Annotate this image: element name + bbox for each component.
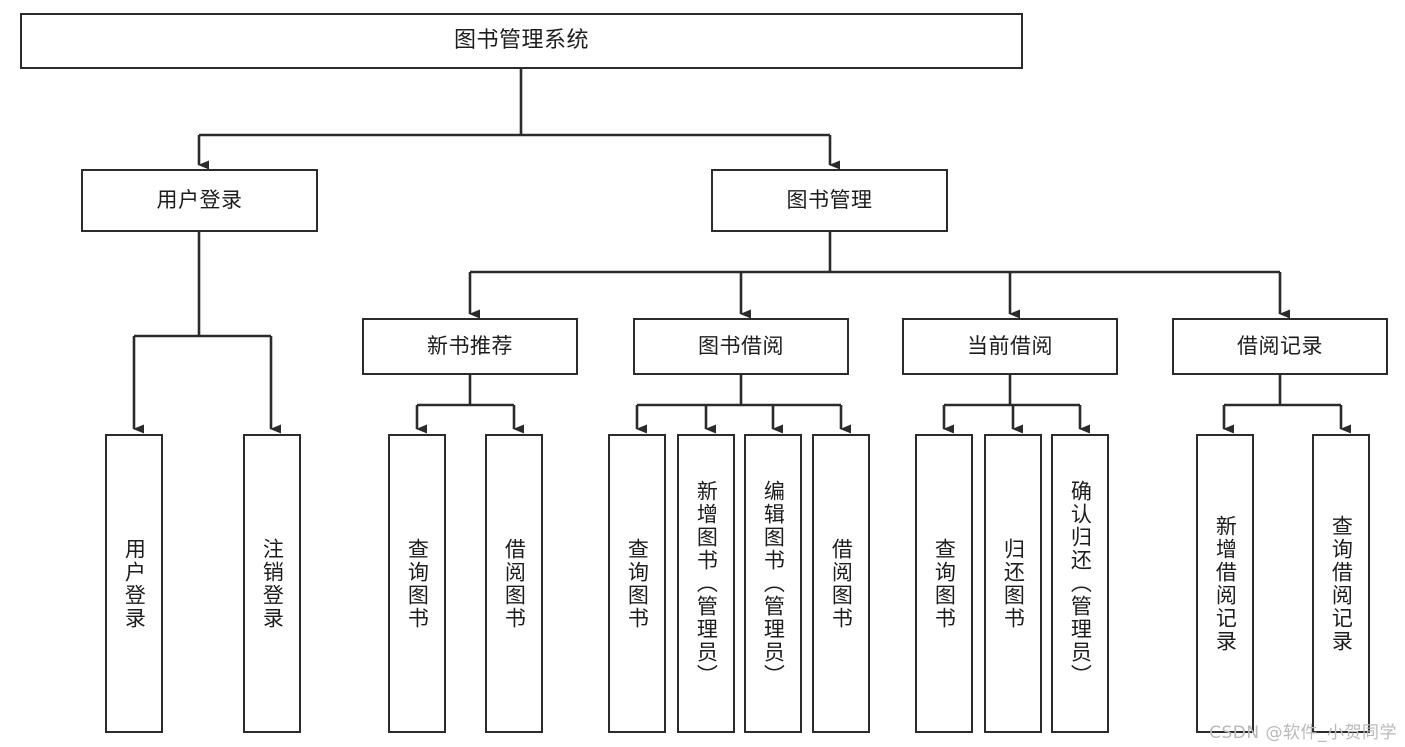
- node-new-book-recommend[interactable]: 新书推荐: [362, 318, 578, 375]
- node-leaf-edit-book[interactable]: 编辑图书（管理员）: [744, 434, 802, 733]
- node-leaf-borrow-book-1[interactable]: 借阅图书: [485, 434, 543, 733]
- node-leaf-return-book-label: 归还图书: [1001, 537, 1026, 630]
- node-user-login[interactable]: 用户登录: [81, 169, 318, 232]
- node-leaf-borrow-book-2[interactable]: 借阅图书: [812, 434, 870, 733]
- node-current-borrow[interactable]: 当前借阅: [902, 318, 1118, 375]
- node-borrow-record-label: 借阅记录: [1237, 334, 1323, 359]
- node-leaf-borrow-book-1-label: 借阅图书: [502, 537, 527, 630]
- node-borrow-record[interactable]: 借阅记录: [1172, 318, 1388, 375]
- node-book-management[interactable]: 图书管理: [711, 169, 948, 232]
- node-leaf-edit-book-label: 编辑图书（管理员）: [761, 480, 786, 687]
- node-leaf-query-record[interactable]: 查询借阅记录: [1312, 434, 1370, 733]
- node-new-book-recommend-label: 新书推荐: [427, 334, 513, 359]
- node-leaf-query-book-3[interactable]: 查询图书: [915, 434, 973, 733]
- node-current-borrow-label: 当前借阅: [967, 334, 1053, 359]
- node-leaf-query-book-2[interactable]: 查询图书: [608, 434, 666, 733]
- node-leaf-logout[interactable]: 注销登录: [243, 434, 301, 733]
- node-leaf-query-record-label: 查询借阅记录: [1329, 514, 1354, 653]
- node-leaf-query-book-2-label: 查询图书: [625, 537, 650, 630]
- node-leaf-user-login-label: 用户登录: [122, 537, 147, 630]
- node-leaf-confirm-return-label: 确认归还（管理员）: [1068, 480, 1093, 687]
- node-leaf-logout-label: 注销登录: [260, 537, 285, 630]
- node-user-login-label: 用户登录: [156, 188, 243, 213]
- node-book-borrow[interactable]: 图书借阅: [633, 318, 849, 375]
- node-leaf-add-book[interactable]: 新增图书（管理员）: [677, 434, 735, 733]
- node-leaf-add-record-label: 新增借阅记录: [1213, 514, 1238, 653]
- node-leaf-query-book-3-label: 查询图书: [932, 537, 957, 630]
- node-leaf-query-book-1[interactable]: 查询图书: [388, 434, 446, 733]
- node-root[interactable]: 图书管理系统: [20, 13, 1023, 69]
- node-book-management-label: 图书管理: [786, 188, 873, 213]
- node-leaf-borrow-book-2-label: 借阅图书: [829, 537, 854, 630]
- node-book-borrow-label: 图书借阅: [698, 334, 784, 359]
- node-leaf-user-login[interactable]: 用户登录: [105, 434, 163, 733]
- node-root-label: 图书管理系统: [453, 28, 589, 54]
- node-leaf-add-record[interactable]: 新增借阅记录: [1196, 434, 1254, 733]
- node-leaf-confirm-return[interactable]: 确认归还（管理员）: [1051, 434, 1109, 733]
- node-leaf-add-book-label: 新增图书（管理员）: [694, 480, 719, 687]
- node-leaf-query-book-1-label: 查询图书: [405, 537, 430, 630]
- node-leaf-return-book[interactable]: 归还图书: [984, 434, 1042, 733]
- watermark-text: CSDN @软件_小贺同学: [1209, 723, 1397, 743]
